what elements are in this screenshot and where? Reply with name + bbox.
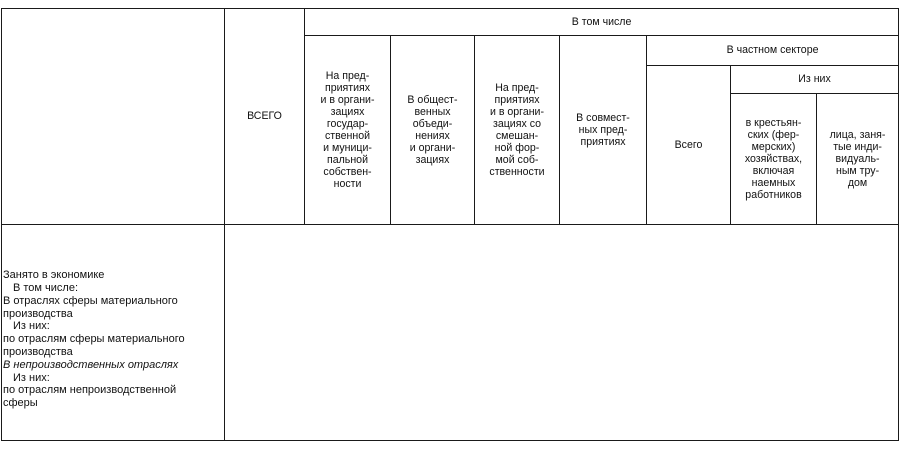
private-sector-header: В частном секторе (645, 35, 900, 66)
joint-ventures-header: В совмест- ных пред- приятиях (559, 35, 647, 225)
row-label: Из них: (13, 320, 50, 333)
row-label: В отраслях сферы материального (3, 294, 178, 307)
farm-households-header: в крестьян- ских (фер- мерских) хозяйств… (730, 93, 817, 225)
row-label: Занято в экономике (3, 269, 105, 282)
individual-labor-header: лица, заня- тые инди- видуаль- ным тру- … (815, 93, 900, 225)
including-header: В том числе (303, 8, 900, 36)
row-label: по отраслям сферы материального (3, 333, 185, 346)
public-orgs-header: В общест- венных объеди- нениях и органи… (390, 35, 475, 225)
row-label: производства (3, 346, 73, 359)
row-label: по отраслям непроизводственной (3, 384, 177, 397)
state-municipal-header: На пред- приятиях и в органи- зациях гос… (304, 35, 391, 225)
total-header: ВСЕГО (224, 8, 305, 225)
row-label: В непроизводственных отраслях (3, 358, 179, 371)
private-total-header: Всего (646, 65, 731, 225)
employment-table: ВСЕГО В том числе На пред- приятиях и в … (1, 8, 900, 441)
row-label: сферы (3, 397, 38, 410)
row-label: производства (3, 307, 73, 320)
stub-header-cell (1, 8, 225, 225)
data-area (223, 224, 900, 441)
of-them-header: Из них (729, 65, 900, 94)
row-label: Из них: (13, 371, 50, 384)
row-label: В том числе: (13, 282, 79, 295)
row-labels: Занято в экономике В том числе: В отрасл… (1, 224, 225, 441)
mixed-ownership-header: На пред- приятиях и в органи- зациях со … (474, 35, 560, 225)
